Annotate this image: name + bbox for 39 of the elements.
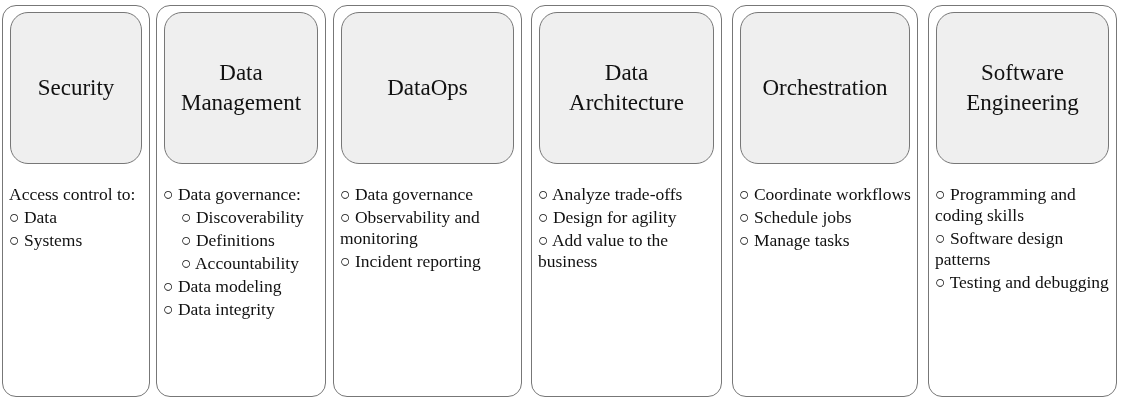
list-item: ○ Data integrity: [163, 299, 276, 320]
list-item: ○ Schedule jobs: [739, 207, 853, 228]
heading-text: Data Management: [179, 59, 303, 117]
list-item: ○ Data governance:: [163, 184, 302, 205]
list-item: ○ Discoverability: [180, 207, 305, 228]
list-item: ○ Testing and debugging: [935, 272, 1110, 293]
heading-text: DataOps: [386, 74, 469, 103]
list-item: ○ Software design patterns: [935, 228, 1065, 270]
column-panel: [928, 5, 1117, 397]
heading-text: Data Architecture: [568, 59, 685, 117]
list-item: ○ Definitions: [180, 230, 276, 251]
list-item: ○ Manage tasks: [739, 230, 851, 251]
list-item: ○ Data modeling: [163, 276, 283, 297]
list-item: ○ Systems: [9, 230, 84, 251]
column-panel: [732, 5, 918, 397]
list-item: ○ Design for agility: [538, 207, 678, 228]
list-item: ○ Analyze trade-offs: [538, 184, 684, 205]
list-item: ○ Accountability: [180, 253, 300, 274]
heading-box: [936, 12, 1109, 164]
heading-box: [164, 12, 318, 164]
heading-box: [740, 12, 910, 164]
heading-box: [539, 12, 714, 164]
heading-box: [10, 12, 142, 164]
list-item: ○ Observability and monitoring: [340, 207, 481, 249]
heading-text: Orchestration: [761, 74, 889, 103]
heading-box: [341, 12, 514, 164]
list-item: ○ Programming and coding skills: [935, 184, 1077, 226]
list-item: ○ Add value to the business: [538, 230, 670, 272]
column-panel: [2, 5, 150, 397]
list-item: ○ Incident reporting: [340, 251, 482, 272]
column-panel: [531, 5, 722, 397]
column-panel: [333, 5, 522, 397]
heading-text: Software Engineering: [965, 59, 1080, 117]
list-item: Access control to:: [9, 184, 137, 205]
list-item: ○ Data: [9, 207, 58, 228]
heading-text: Security: [36, 74, 116, 103]
list-item: ○ Coordinate workflows: [739, 184, 912, 205]
list-item: ○ Data governance: [340, 184, 474, 205]
column-panel: [156, 5, 326, 397]
